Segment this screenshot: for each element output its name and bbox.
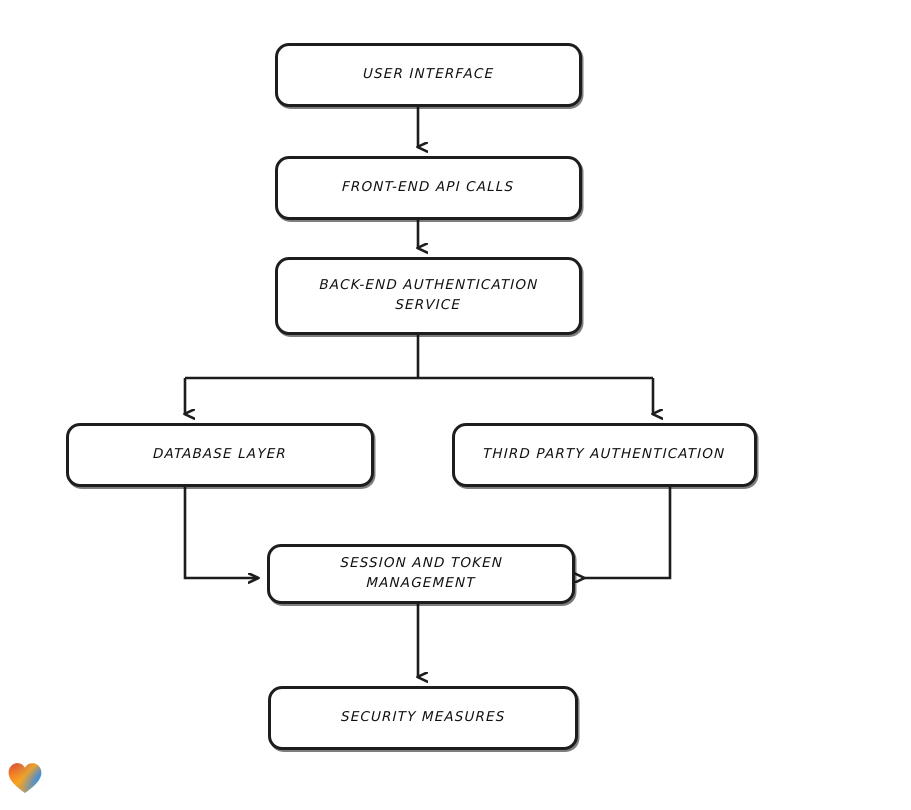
edge-thirdparty-to-session xyxy=(584,487,672,578)
node-label: Session and Token Management xyxy=(339,555,503,591)
node-user-interface[interactable]: User Interface xyxy=(275,43,582,107)
node-label: Third Party Authentication xyxy=(483,446,726,463)
node-third-party-authentication[interactable]: Third Party Authentication xyxy=(452,423,757,487)
node-back-end-authentication-service[interactable]: Back-End Authentication Service xyxy=(275,257,582,335)
node-label: Security Measures xyxy=(340,709,506,726)
node-security-measures[interactable]: Security Measures xyxy=(268,686,578,750)
heart-logo-icon xyxy=(8,763,42,793)
node-label: Back-End Authentication Service xyxy=(319,277,539,313)
node-label: Database Layer xyxy=(152,446,288,463)
node-label: User Interface xyxy=(362,66,495,83)
edge-database-to-session xyxy=(183,487,258,578)
node-session-and-token-management[interactable]: Session and Token Management xyxy=(267,544,575,604)
node-front-end-api-calls[interactable]: Front-End API Calls xyxy=(275,156,582,220)
node-database-layer[interactable]: Database Layer xyxy=(66,423,374,487)
node-label: Front-End API Calls xyxy=(342,179,515,196)
